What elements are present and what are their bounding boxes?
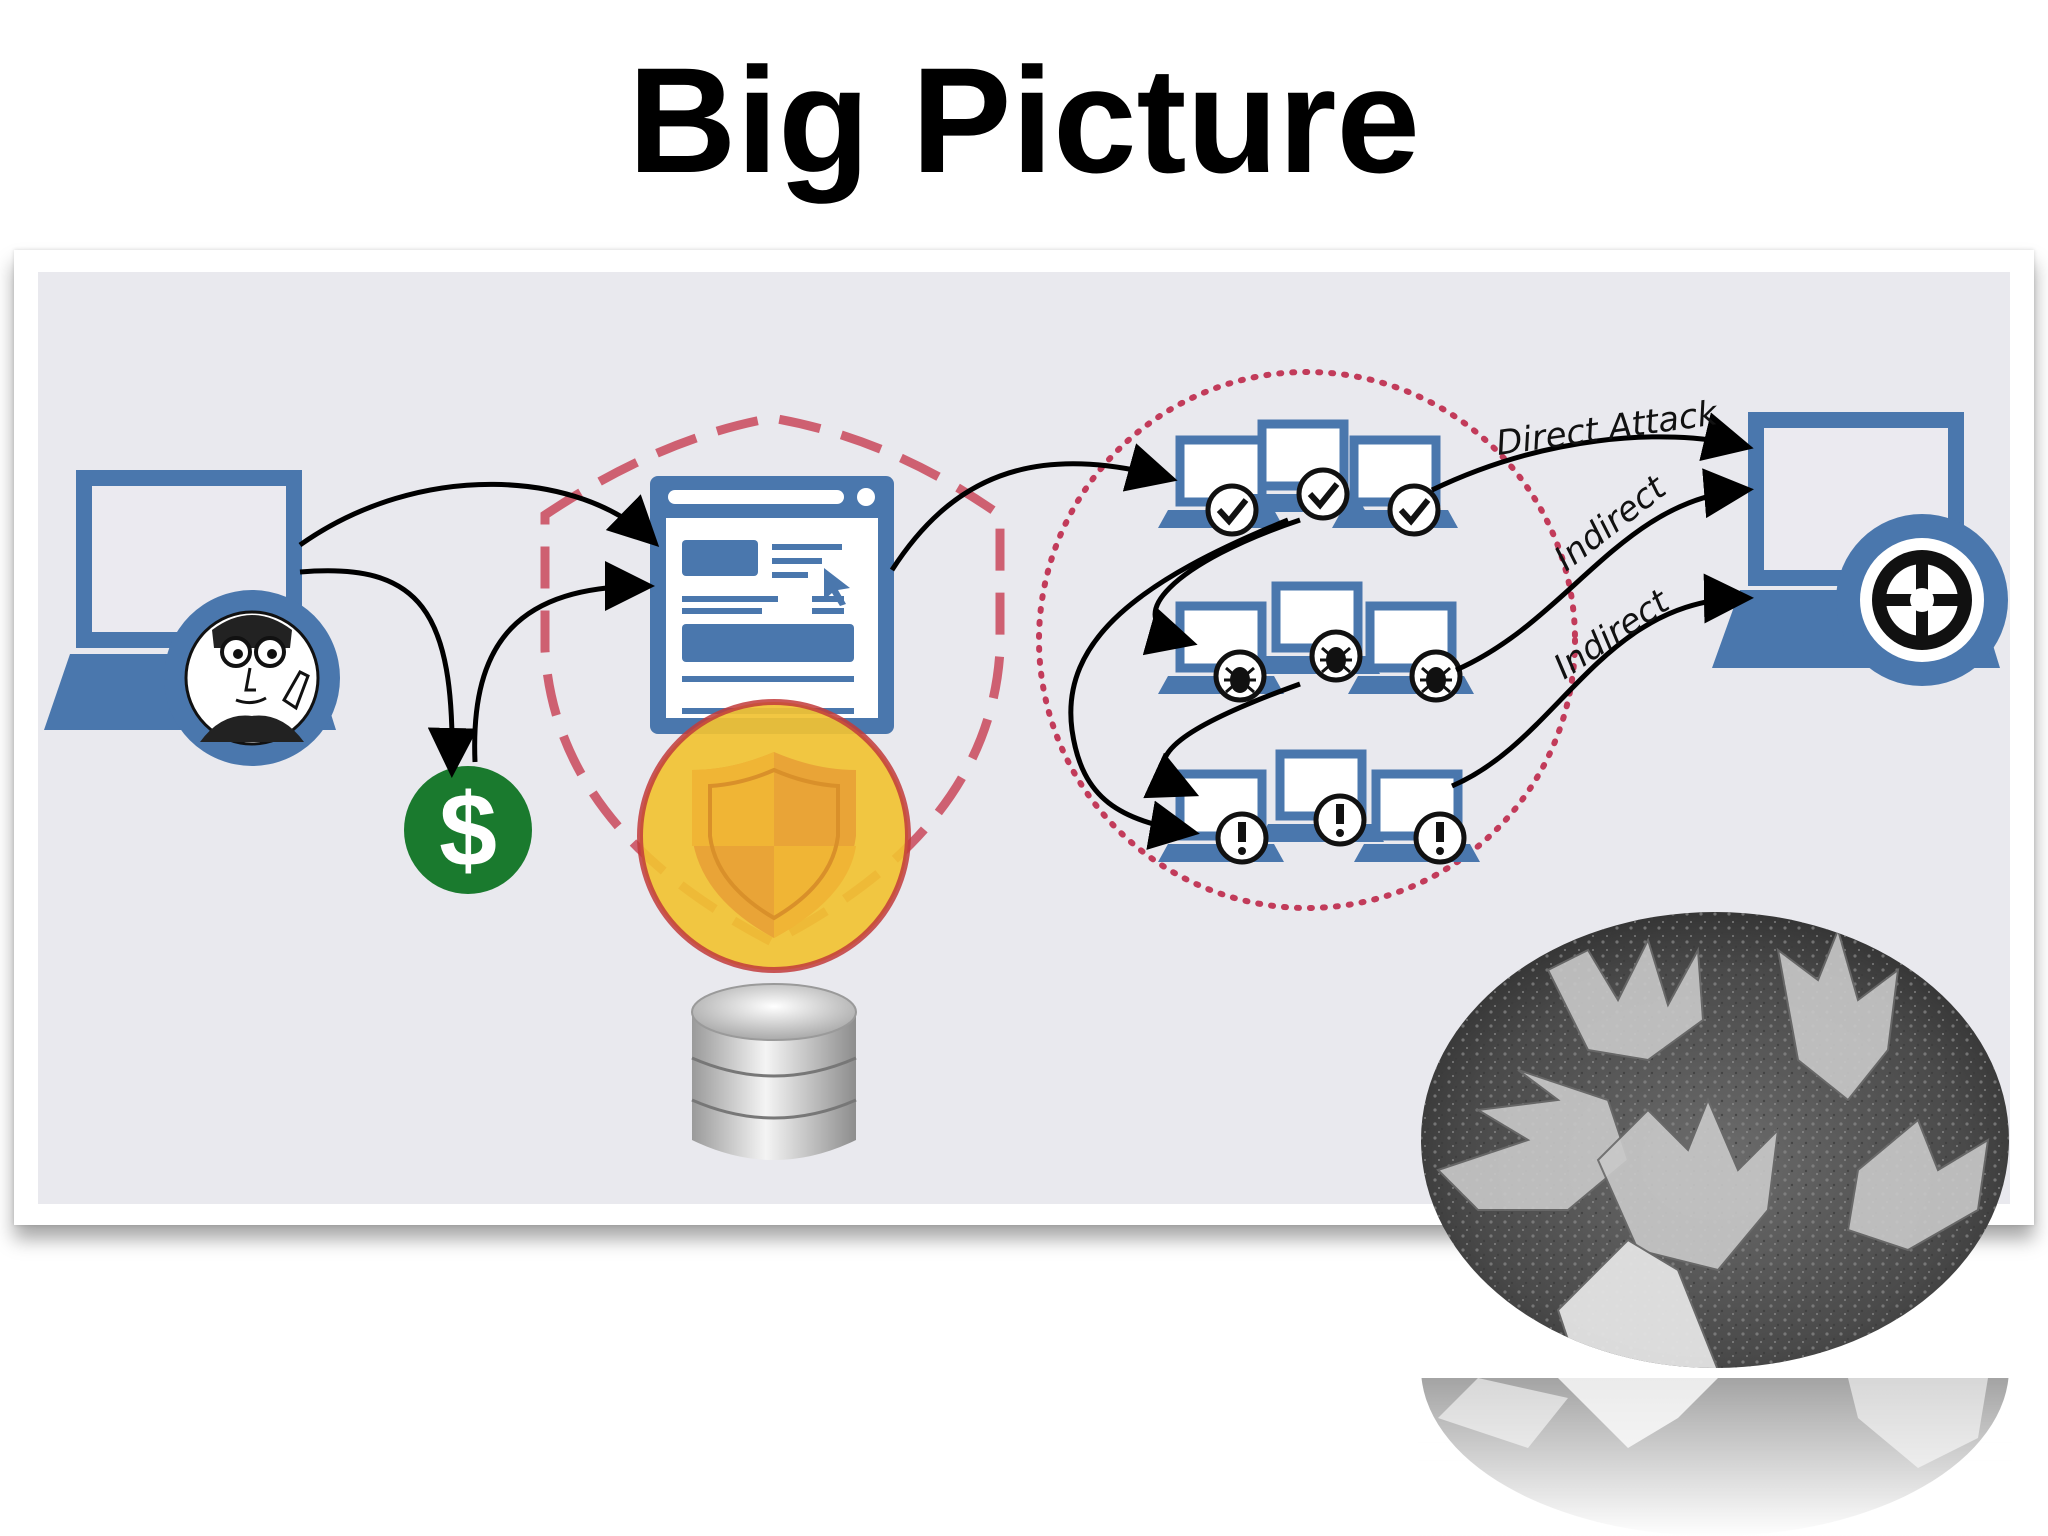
arrow-dollar-to-app — [472, 561, 655, 763]
arrow-bugs-to-warnings — [1143, 681, 1301, 799]
bug-icon — [1409, 649, 1463, 703]
check-icon — [1205, 483, 1259, 537]
arrow-indirect-2 — [1451, 573, 1754, 789]
exclamation-icon — [1313, 793, 1367, 847]
check-icon — [1296, 467, 1350, 521]
protection-coin — [637, 699, 911, 973]
arrow-network-to-bugs — [1142, 517, 1301, 656]
arrow-network-to-warnings — [1068, 517, 1289, 850]
crosshair-icon — [1860, 538, 1984, 662]
shield-outline — [540, 413, 1005, 948]
arrow-direct-attack — [1430, 412, 1754, 493]
svg-text:$: $ — [439, 773, 497, 889]
person-with-glasses-icon — [200, 615, 310, 742]
exclamation-icon — [1215, 811, 1269, 865]
bug-icon — [1309, 629, 1363, 683]
hands-in-soil-photo — [1418, 910, 2012, 1370]
dollar-icon: $ — [404, 766, 532, 894]
arrow-attacker-to-dollar — [299, 568, 478, 778]
photo-reflection — [1418, 1378, 2012, 1536]
exclamation-icon — [1413, 811, 1467, 865]
arrow-attacker-to-app — [298, 481, 660, 548]
warning-laptops — [1158, 754, 1480, 862]
arrow-app-to-network — [889, 443, 1178, 572]
slide-title: Big Picture — [628, 36, 1420, 204]
web-page-icon — [650, 476, 894, 734]
database-icon — [691, 983, 857, 1160]
attacker-laptop — [44, 470, 340, 766]
shield-icon — [692, 752, 856, 938]
check-icon — [1387, 483, 1441, 537]
malware-laptops — [1158, 586, 1474, 703]
target-laptop — [1712, 412, 2008, 686]
arrow-indirect-1 — [1454, 468, 1754, 673]
infected-network-boundary — [1036, 369, 1578, 911]
checked-laptops — [1158, 424, 1458, 537]
flow-arrows — [298, 412, 1754, 850]
bug-icon — [1213, 649, 1267, 703]
